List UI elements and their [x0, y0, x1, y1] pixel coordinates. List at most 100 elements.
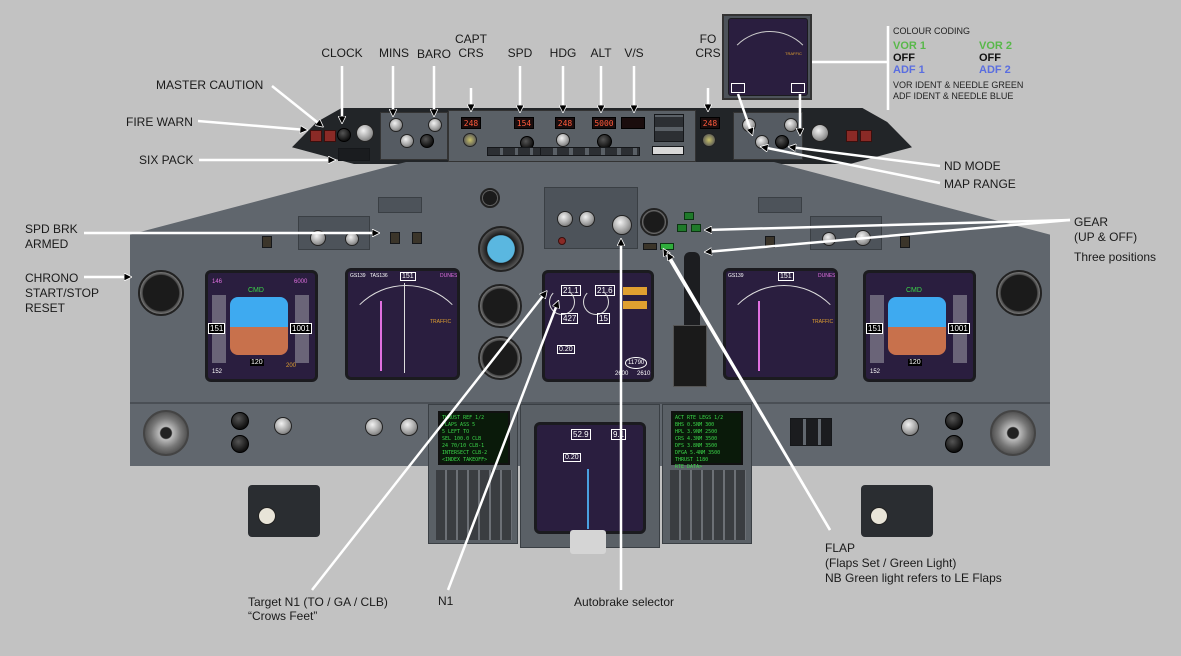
fo-floodlight-knob-2[interactable]: [945, 435, 963, 453]
capt-afds-flood-knob[interactable]: [400, 418, 418, 436]
legend-off2: OFF: [979, 52, 1001, 64]
fo-course-knob[interactable]: [702, 133, 716, 147]
fuel-flow-switch[interactable]: [558, 237, 566, 245]
capt-clock-button[interactable]: [337, 128, 351, 142]
label-chrono-3: RESET: [25, 301, 66, 315]
capt-cdu-screen: THRUST REF 1/2 FLAPS ASS 5 5 LEFT TO SEL…: [438, 411, 510, 465]
label-clock: CLOCK: [321, 46, 363, 60]
fo-pfd-heading-readout: 120: [908, 359, 922, 366]
capt-air-vent[interactable]: [143, 410, 189, 456]
capt-cdu-line: 24 70/10 CLB-1: [442, 443, 485, 449]
label-n1: N1: [438, 594, 454, 608]
fo-mins-knob[interactable]: [742, 118, 756, 132]
capt-course-knob[interactable]: [463, 133, 477, 147]
label-fo-crs-1: FO: [699, 32, 717, 46]
fuel-flow-readout: 0.20: [557, 345, 575, 354]
capt-master-caution-light[interactable]: [324, 130, 336, 142]
fo-rudder-pedal-crank[interactable]: [870, 507, 888, 525]
mcp-buttons-row[interactable]: [487, 147, 547, 156]
fo-master-caution-light[interactable]: [846, 130, 858, 142]
thrust-levers[interactable]: [570, 530, 606, 554]
fo-map-range-knob[interactable]: [755, 135, 769, 149]
gear-light-right: [691, 224, 701, 232]
attitude-ground: [230, 327, 288, 355]
autobrake-selector-knob[interactable]: [612, 215, 632, 235]
label-chrono-2: START/STOP: [25, 286, 100, 300]
egt-left-readout: 427: [561, 313, 579, 324]
standby-attitude-indicator: [478, 226, 524, 272]
capt-rudder-pedal-crank[interactable]: [258, 507, 276, 525]
spd-ref-knob[interactable]: [579, 211, 595, 227]
capt-floodlight-knob-1[interactable]: [231, 412, 249, 430]
nd-callout-arc: [729, 31, 807, 95]
capt-cdu-line: SEL 100.0 CLB: [442, 436, 482, 442]
fo-floodlight-knob-1[interactable]: [945, 412, 963, 430]
capt-cdu-line: <INDEX TAKEOFF>: [442, 457, 488, 463]
mins-knob[interactable]: [389, 118, 403, 132]
label-baro: BARO: [416, 47, 451, 61]
heading-knob[interactable]: [556, 133, 570, 147]
fo-fire-warn-light[interactable]: [860, 130, 872, 142]
fo-cdu-keypad[interactable]: [670, 470, 746, 540]
capt-floodlight-knob-2[interactable]: [231, 435, 249, 453]
fo-cdu-line: BHS 0.5NM 300: [675, 422, 715, 428]
baro-knob[interactable]: [428, 118, 442, 132]
egt-right-readout: 15: [597, 313, 610, 324]
fo-chronometer-knob[interactable]: [811, 124, 829, 142]
fo-cdu-line: DFS 3.8NM 3500: [675, 443, 718, 449]
six-pack-annunciator[interactable]: [338, 148, 370, 161]
fo-nd-gs: GS139: [728, 273, 744, 279]
fo-main-panel-du-knob[interactable]: [855, 230, 871, 246]
fo-nd-route: [758, 301, 760, 371]
capt-chronometer-knob[interactable]: [356, 124, 374, 142]
fo-pfd-mach: 152: [870, 369, 881, 375]
label-six-pack: SIX PACK: [139, 153, 194, 167]
fo-chronometer[interactable]: [996, 270, 1042, 316]
fuel-right: 2610: [637, 371, 651, 377]
capt-fire-warn-light[interactable]: [310, 130, 322, 142]
capt-cdu-line: FLAPS ASS 5: [442, 422, 476, 428]
n1-set-knob[interactable]: [557, 211, 573, 227]
capt-lower-du-knob[interactable]: [345, 232, 359, 246]
label-vs: V/S: [624, 46, 644, 60]
capt-small-light: [262, 236, 272, 248]
colour-coding-title: COLOUR CODING: [893, 26, 971, 36]
fo-attitude-ground: [888, 327, 946, 355]
ap-disengage-bar[interactable]: [652, 146, 684, 155]
n2-left-readout: 52.9: [571, 429, 591, 440]
fo-fma-mode: CMD: [906, 287, 922, 294]
vor-adf-1-indicator-box: [731, 83, 745, 93]
fo-nd-traffic: TRAFFIC: [812, 319, 834, 325]
gear-light-left: [677, 224, 687, 232]
standby-altimeter: [478, 336, 522, 380]
capt-main-panel-du-knob[interactable]: [310, 230, 326, 246]
capt-chronometer[interactable]: [138, 270, 184, 316]
capt-annunciator-strip: [378, 197, 422, 213]
pfd-speed-top: 146: [212, 279, 223, 285]
legend-row-off: OFF OFF: [893, 52, 1043, 64]
colour-coding-legend: COLOUR CODING VOR 1 VOR 2 OFF OFF ADF 1 …: [893, 26, 1043, 102]
capt-cdu-keypad[interactable]: [436, 470, 512, 540]
fo-air-vent[interactable]: [990, 410, 1036, 456]
capt-background-light-knob[interactable]: [365, 418, 383, 436]
mcp-buttons-row-2[interactable]: [540, 147, 640, 156]
fo-nd-mode-knob[interactable]: [775, 135, 789, 149]
capt-panel-light-knob[interactable]: [274, 417, 292, 435]
ap-engage-buttons[interactable]: [654, 114, 684, 142]
lower-du: 52.9 9.1 0.20: [534, 422, 646, 534]
capt-map-range-knob[interactable]: [400, 134, 414, 148]
label-capt-crs-1: CAPT: [454, 32, 487, 46]
label-target-n1-1: Target N1 (TO / GA / CLB): [248, 595, 388, 609]
nd-waypoint: DUNES: [440, 273, 458, 279]
label-flap-1: FLAP: [825, 541, 856, 555]
capt-nd-mode-knob[interactable]: [420, 134, 434, 148]
lower-du-ff-readout: 0.20: [563, 453, 581, 462]
vor-adf-2-indicator-box: [791, 83, 805, 93]
fo-main-panel-light-knob[interactable]: [901, 418, 919, 436]
label-spd-brk-1: SPD BRK: [25, 222, 78, 236]
label-flap-3: NB Green light refers to LE Flaps: [825, 571, 1002, 585]
fo-lower-du-knob[interactable]: [822, 232, 836, 246]
label-nd-mode: ND MODE: [944, 159, 1001, 173]
ground-proximity-switches[interactable]: [790, 418, 832, 446]
fo-baro-knob[interactable]: [784, 118, 798, 132]
